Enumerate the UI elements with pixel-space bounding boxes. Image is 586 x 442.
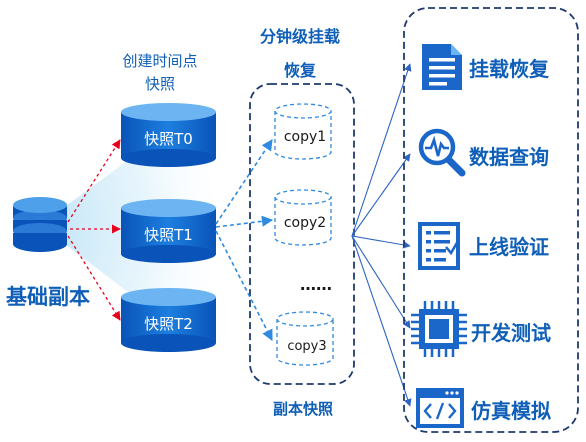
use-simulation-label: 仿真模拟 [471,399,551,423]
arrow-to-use4 [351,235,411,329]
database-icon [13,197,67,252]
snapshot-t0: 快照T0 [121,103,216,167]
use-mount-restore-label: 挂载恢复 [469,57,550,81]
checklist-icon [418,222,460,270]
search-chart-icon [418,128,466,177]
blue-arrows [215,139,274,341]
snapshot-t0-label: 快照T0 [144,130,193,148]
copies-caption: 副本快照 [273,400,333,418]
mount-caption-line2: 恢复 [284,61,317,80]
arrow-to-copy2 [215,215,274,228]
copy3 [276,311,334,366]
uses-container [403,7,579,433]
use-online-validation-label: 上线验证 [469,235,549,259]
copy1 [274,103,332,160]
arrow-to-copy1 [215,139,273,225]
red-arrows [67,139,121,321]
copy3-label: copy3 [287,339,326,354]
snapshot-t1-label: 快照T1 [144,226,193,244]
base-label: 基础副本 [6,285,90,309]
snapshot-caption-line2: 快照 [145,75,175,93]
arrow-to-use1 [351,63,412,237]
snapshot-t2: 快照T2 [121,288,216,352]
code-window-icon [416,388,464,428]
snapshot-caption-line1: 创建时间点 [122,52,197,70]
arrow-to-t2 [67,235,121,321]
chip-icon [411,301,467,357]
copy2 [274,189,332,246]
copy1-label: copy1 [284,129,326,145]
copy2-label: copy2 [284,215,326,231]
use-arrows [351,63,412,407]
arrow-to-use5 [351,235,412,407]
use-dev-test-label: 开发测试 [471,321,551,345]
snapshot-t2-label: 快照T2 [144,315,193,333]
document-icon [422,44,462,90]
use-data-query-label: 数据查询 [469,145,549,169]
arrow-to-use2 [351,153,411,237]
mount-caption-line1: 分钟级挂载 [260,27,340,46]
arrow-to-use3 [351,235,411,249]
arrow-to-t0 [67,139,121,223]
copies-ellipsis: …… [300,275,332,294]
snapshot-t1: 快照T1 [121,199,216,263]
